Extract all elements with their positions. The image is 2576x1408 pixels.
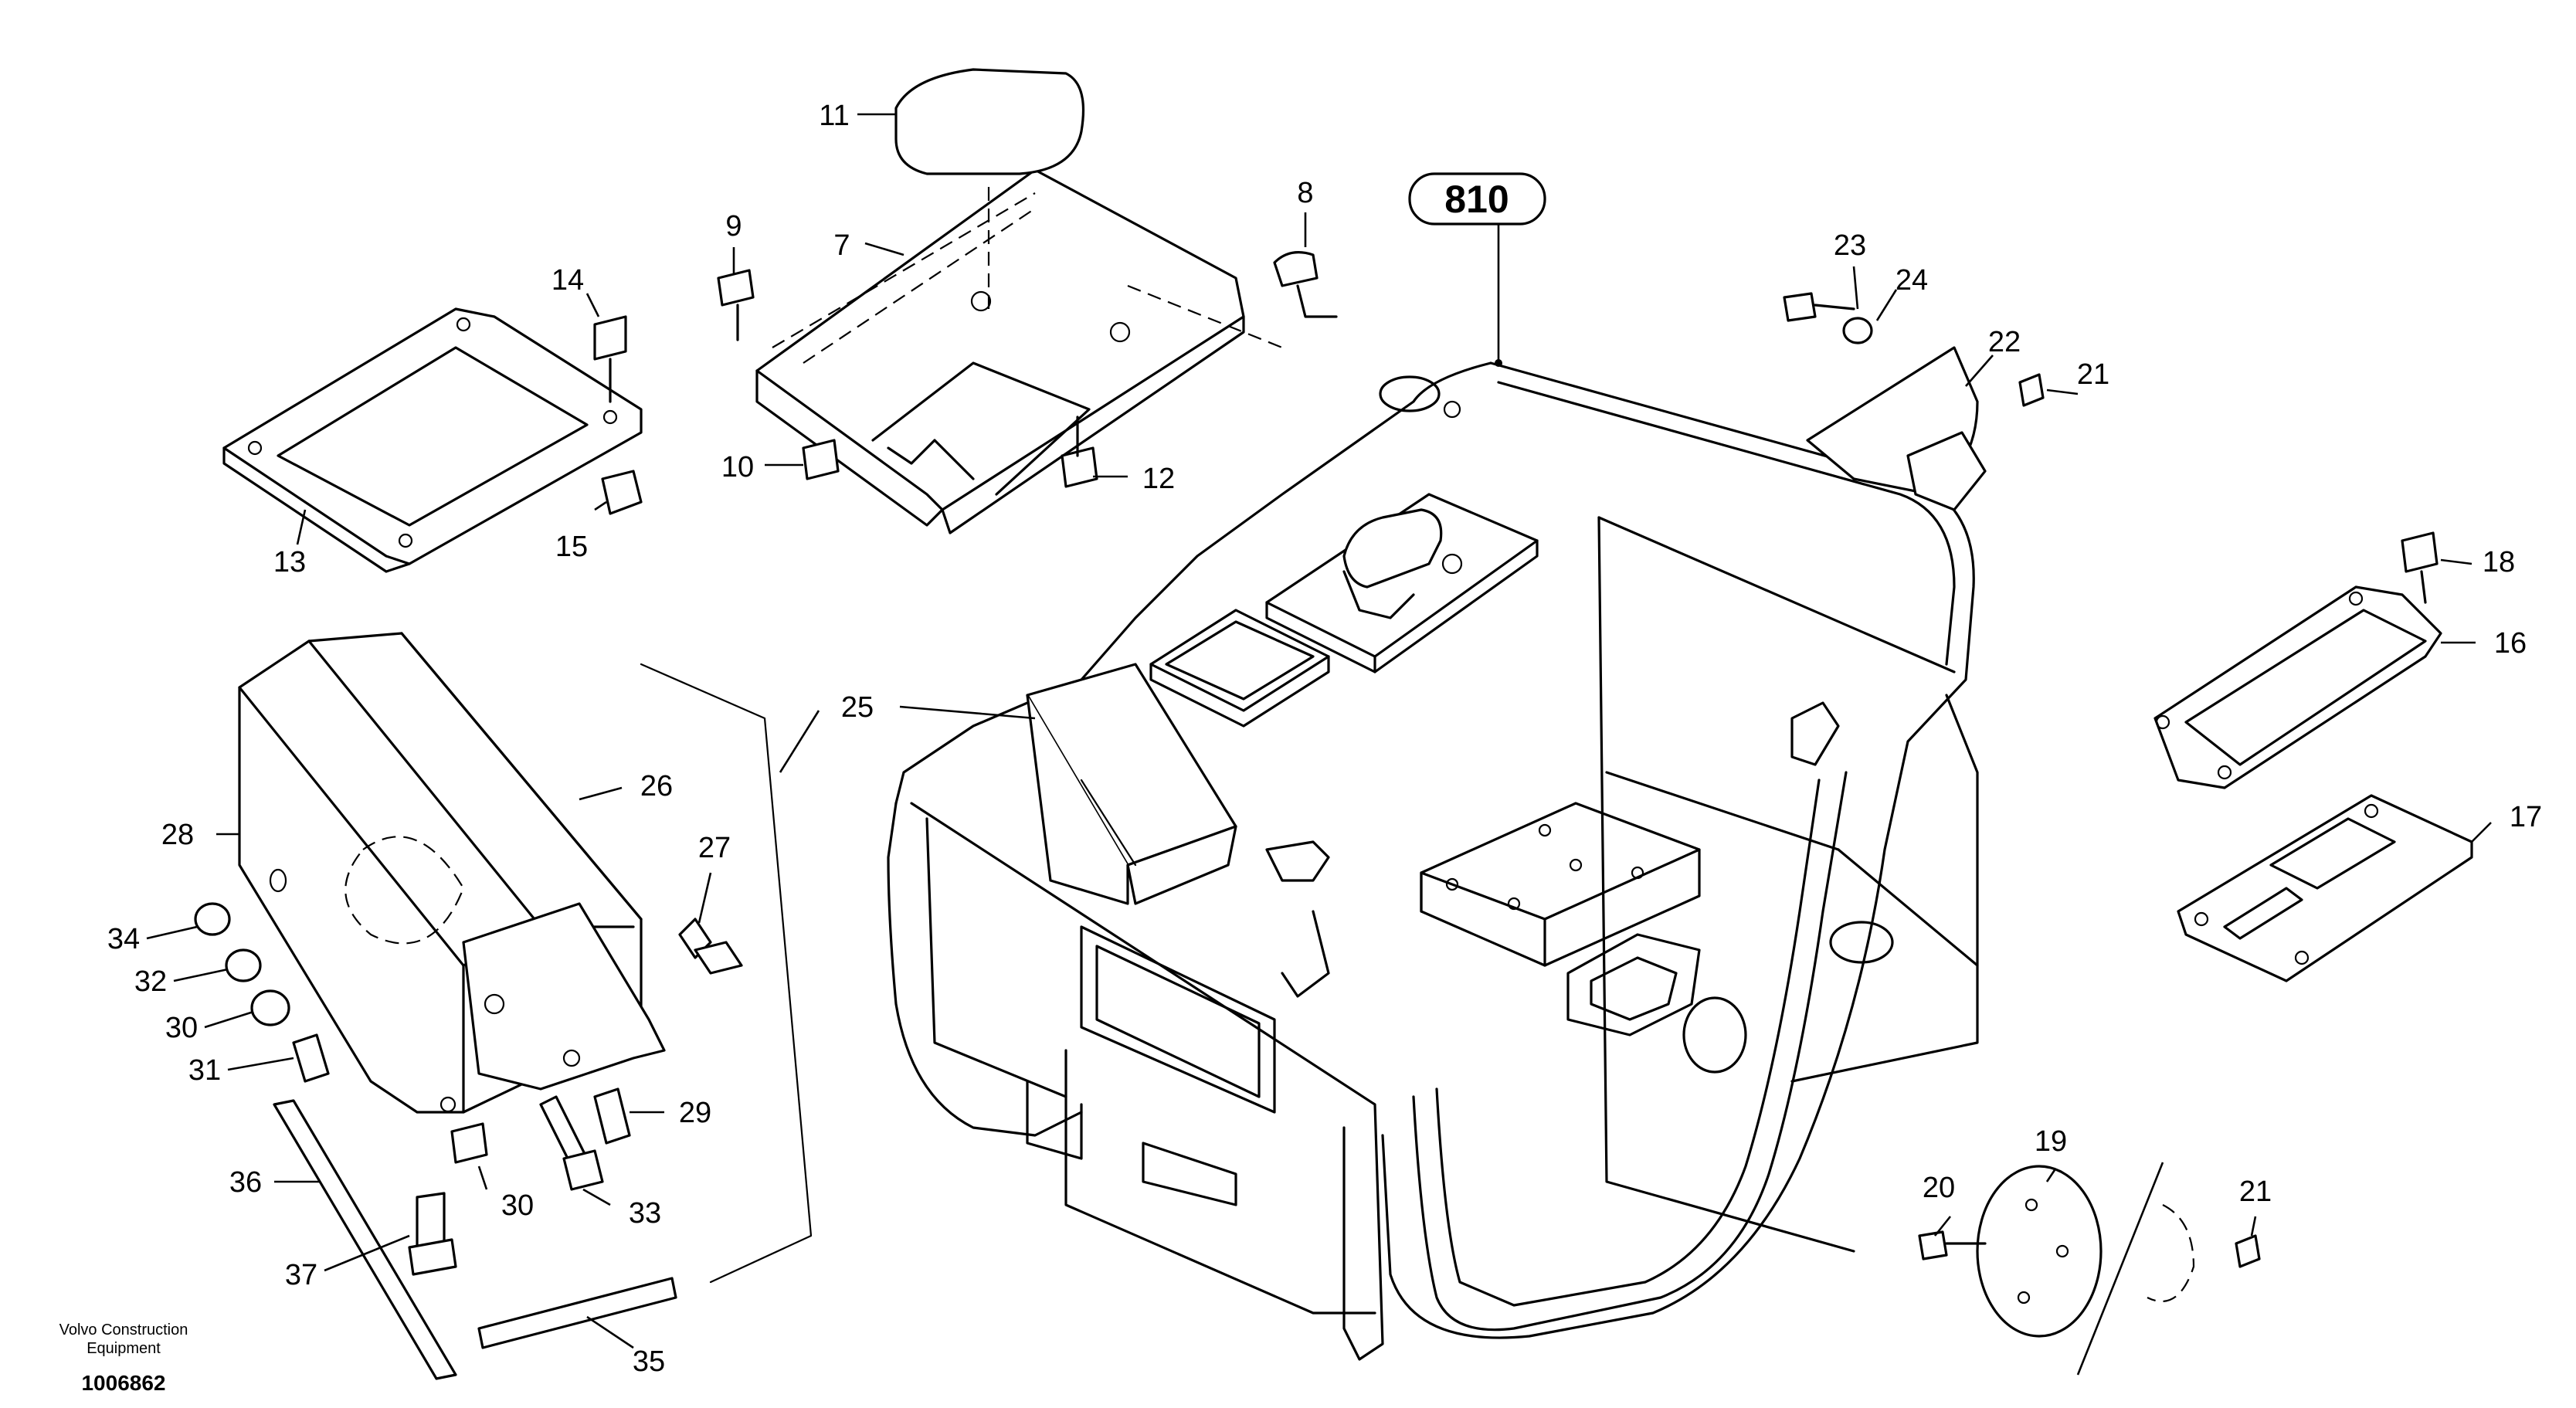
callout-25: 25 [841, 691, 874, 724]
cover-plate-22 [1806, 346, 1987, 511]
callout-26: 26 [640, 770, 673, 802]
frame-13 [222, 307, 643, 573]
armrest-pad [894, 68, 1084, 175]
reference-label: 810 [1444, 178, 1509, 221]
callout-21b: 21 [2239, 1176, 2272, 1208]
callout-30b: 30 [501, 1189, 534, 1222]
cover-19 [1976, 1165, 2195, 1338]
left-cover-assembly [238, 632, 666, 1114]
callout-35: 35 [633, 1345, 665, 1378]
callout-14: 14 [552, 264, 584, 297]
mounted-cover [1026, 663, 1237, 905]
callout-19: 19 [2035, 1125, 2067, 1158]
callout-7: 7 [833, 229, 850, 262]
leader-lines [146, 113, 2492, 1376]
callout-10: 10 [721, 451, 754, 483]
callout-30a: 30 [165, 1012, 198, 1044]
callout-37: 37 [285, 1259, 317, 1291]
callout-34: 34 [107, 923, 140, 955]
callout-33: 33 [629, 1197, 661, 1230]
callout-20: 20 [1923, 1172, 1955, 1204]
brand-line-2: Equipment [87, 1340, 161, 1357]
callout-22: 22 [1988, 326, 2021, 358]
callout-16: 16 [2494, 627, 2527, 660]
assembly-bracket [640, 663, 813, 1284]
frame-16 [2153, 585, 2442, 789]
callouts: 11 7 9 8 10 12 14 13 15 23 24 22 21 18 1… [107, 100, 2542, 1378]
callout-9: 9 [725, 210, 742, 243]
callout-27: 27 [698, 832, 731, 864]
callout-13: 13 [273, 546, 306, 578]
callout-11: 11 [819, 100, 849, 132]
callout-18: 18 [2483, 546, 2515, 578]
footer: Volvo Construction Equipment 1006862 [59, 1321, 188, 1395]
tray-assembly [755, 168, 1283, 534]
strip-35 [477, 1277, 677, 1349]
callout-12: 12 [1142, 463, 1175, 495]
reference-810[interactable]: 810 [1408, 172, 1546, 226]
callout-15: 15 [555, 531, 588, 563]
callout-8: 8 [1297, 177, 1313, 209]
console-frame [887, 361, 1979, 1361]
plate-17 [2177, 794, 2473, 982]
callout-17: 17 [2510, 801, 2542, 833]
strip-36 [273, 1099, 457, 1380]
callout-23: 23 [1834, 229, 1866, 262]
fasteners [194, 251, 2439, 1276]
document-number: 1006862 [81, 1371, 165, 1395]
callout-21a: 21 [2077, 358, 2109, 391]
callout-32: 32 [134, 965, 167, 998]
callout-24: 24 [1896, 264, 1928, 297]
brand-line-1: Volvo Construction [59, 1321, 188, 1338]
callout-29: 29 [679, 1097, 711, 1129]
callout-28: 28 [161, 819, 194, 851]
callout-31: 31 [188, 1054, 221, 1087]
callout-36: 36 [229, 1166, 262, 1199]
